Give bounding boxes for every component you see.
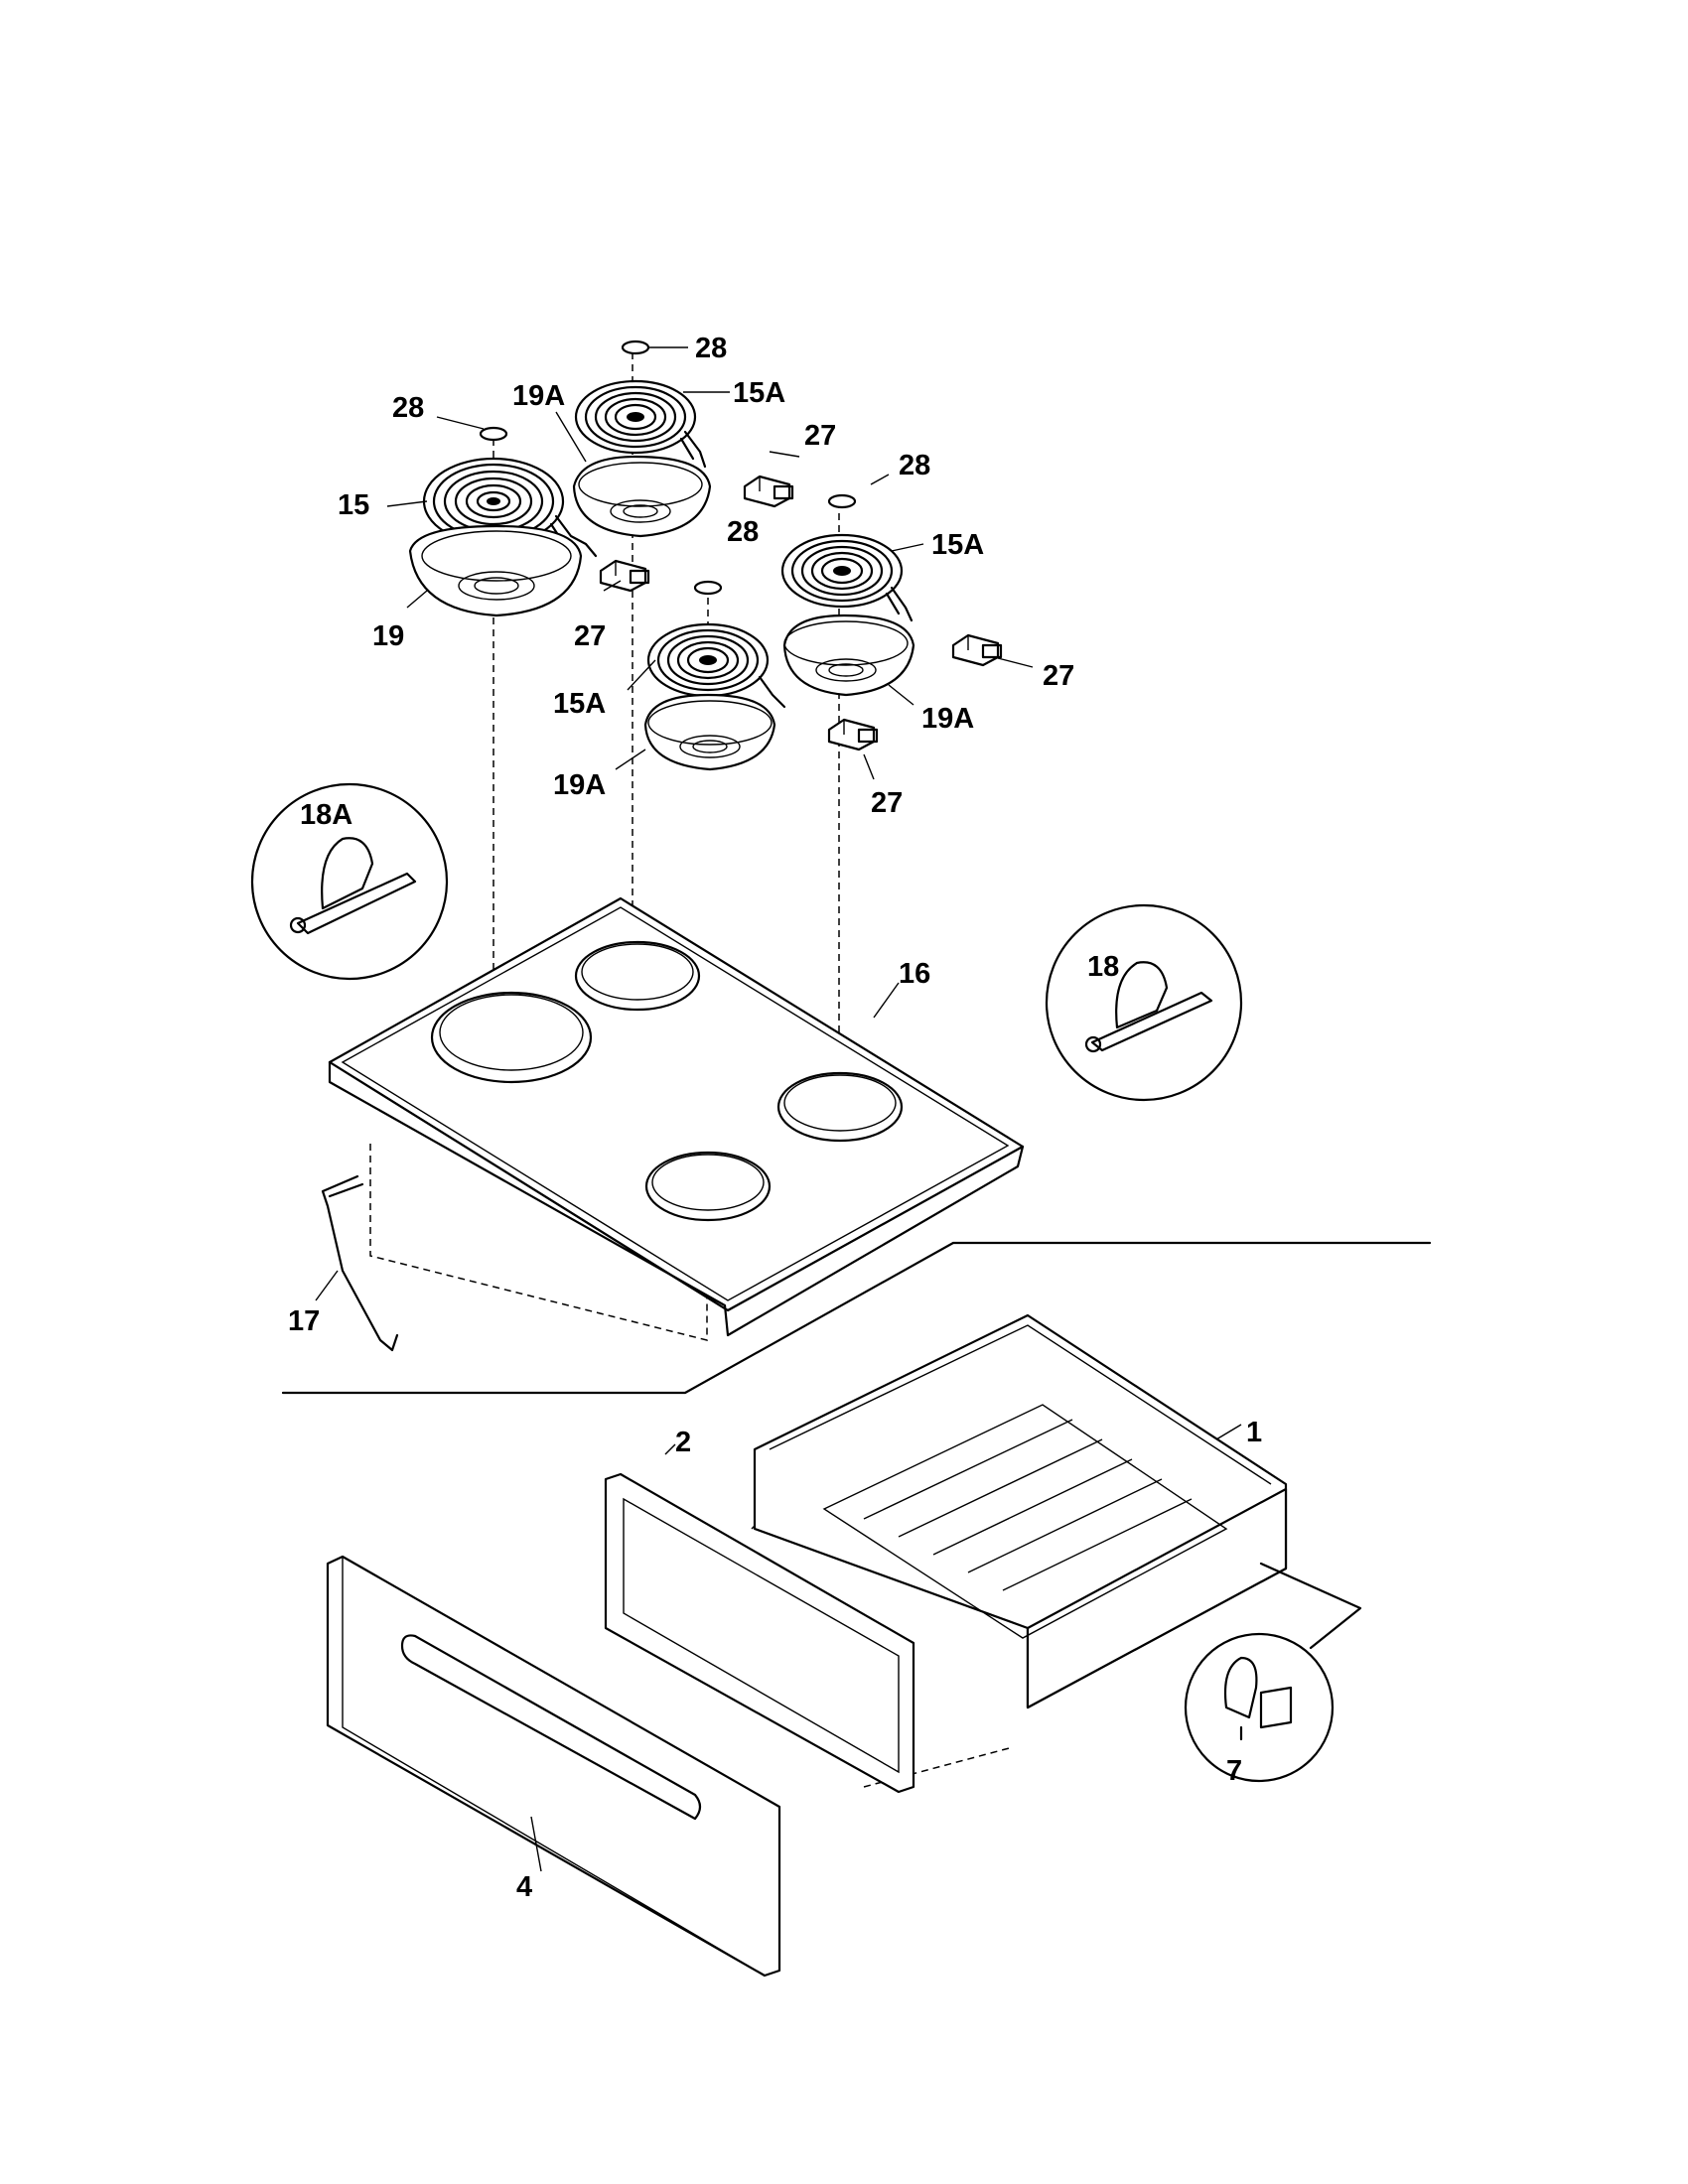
callout-15: 15 (338, 489, 369, 521)
leader-lines (315, 346, 1242, 1872)
callout-19a: 19A (921, 703, 974, 735)
top-support-rod (321, 1174, 399, 1352)
callout-labels: 28 15A 19A 28 27 28 15 28 15A 19 27 27 1… (288, 333, 1262, 1903)
callout-19: 19 (372, 620, 404, 652)
rear-right-surface-element (780, 533, 914, 622)
warmer-drawer-body (753, 1313, 1288, 1709)
callout-28: 28 (899, 450, 930, 481)
callout-7: 7 (1226, 1755, 1242, 1787)
hinge-inset-18a (250, 782, 449, 981)
callout-27: 27 (871, 787, 903, 819)
callout-27: 27 (1043, 660, 1074, 692)
hinge-inset-18 (1045, 903, 1243, 1102)
callout-1: 1 (1246, 1417, 1262, 1448)
front-right-surface-element (646, 622, 786, 709)
callout-19a: 19A (553, 769, 606, 801)
callout-28: 28 (392, 392, 424, 424)
callout-18a: 18A (300, 799, 352, 831)
callout-27: 27 (574, 620, 606, 652)
rear-right-drip-bowl (782, 614, 915, 697)
callout-15a: 15A (733, 377, 785, 409)
callout-17: 17 (288, 1305, 320, 1337)
callout-2: 2 (675, 1427, 691, 1458)
callout-4: 4 (516, 1871, 532, 1903)
callout-27: 27 (804, 420, 836, 452)
rear-left-surface-element (574, 379, 707, 469)
drawer-front (326, 1555, 781, 1978)
drawer-slide-inset (1184, 1562, 1362, 1783)
callout-15a: 15A (931, 529, 984, 561)
callout-16: 16 (899, 958, 930, 990)
terminal-blocks (599, 475, 1003, 751)
callout-28: 28 (727, 516, 759, 548)
callout-15a: 15A (553, 688, 606, 720)
main-top (328, 896, 1025, 1337)
drawer-inner-panel (604, 1472, 915, 1794)
rear-left-drip-bowl (572, 455, 712, 538)
section-divider (281, 1241, 1432, 1395)
callout-18: 18 (1087, 951, 1119, 983)
callout-28: 28 (695, 333, 727, 364)
front-right-drip-bowl (643, 693, 776, 771)
burner-caps (479, 340, 857, 596)
callout-19a: 19A (512, 380, 565, 412)
large-drip-bowl (408, 524, 583, 617)
